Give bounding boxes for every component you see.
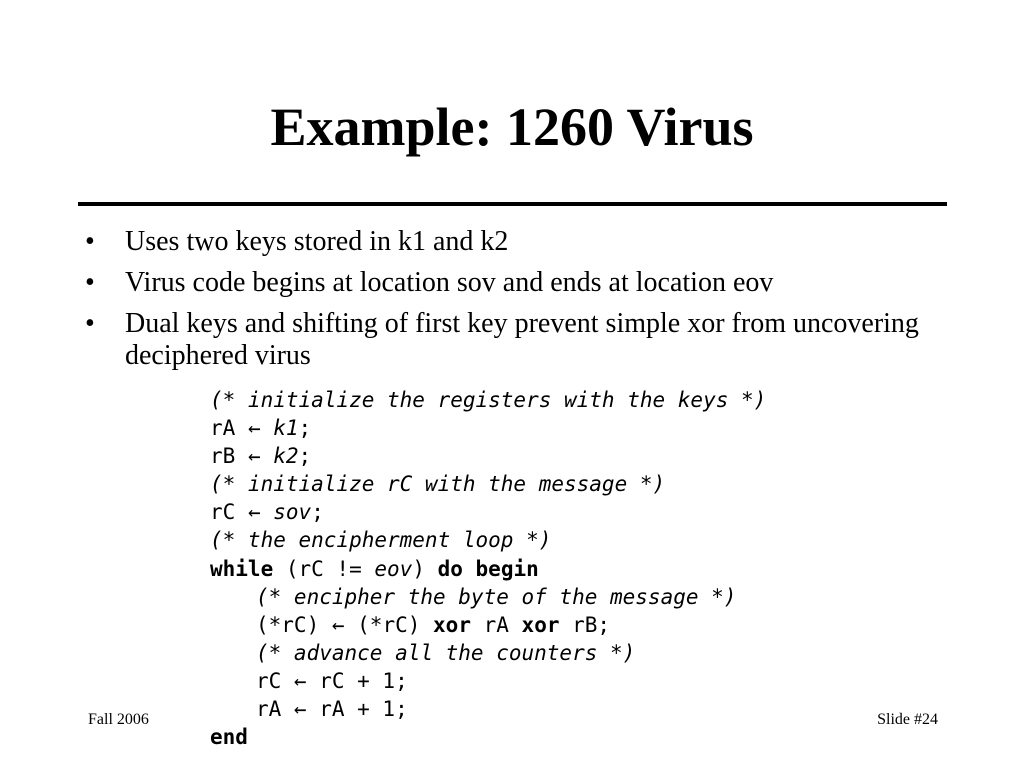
assign-arrow: ← <box>247 444 261 469</box>
code-var-sov: sov <box>273 500 312 525</box>
code-keyword-end: end <box>210 725 248 750</box>
bullet-marker: • <box>85 267 95 298</box>
assign-arrow: ← <box>247 416 261 441</box>
code-line-xor: (*rC) ← (*rC) xor rA xor rB; <box>256 612 611 637</box>
code-line-while: while (rC != eov) do begin <box>210 556 539 581</box>
footer-slide-number: Slide #24 <box>877 711 938 728</box>
bullet-marker: • <box>85 226 95 257</box>
code-line-ra-assign: rA ← k1; <box>210 416 312 441</box>
bullet-item: • Uses two keys stored in k1 and k2 <box>85 226 965 258</box>
code-line-rc-increment: rC ← rC + 1; <box>210 667 766 695</box>
code-block: (* initialize the registers with the key… <box>210 386 766 751</box>
code-line-rc-assign: rC ← sov; <box>210 500 324 525</box>
assign-arrow: ← <box>331 612 345 637</box>
code-var-k1: k1 <box>273 416 299 441</box>
slide-title: Example: 1260 Virus <box>270 97 754 157</box>
bullet-text: Uses two keys stored in k1 and k2 <box>125 226 509 257</box>
code-comment-text: (* encipher the byte of the message *) <box>256 584 737 609</box>
code-comment-init-rc: (* initialize rC with the message *) <box>210 472 666 497</box>
code-line-ra-increment: rA ← rA + 1; <box>210 695 766 723</box>
footer-date: Fall 2006 <box>88 711 149 728</box>
code-var-k2: k2 <box>273 444 299 469</box>
code-keyword-do-begin: do begin <box>437 556 539 581</box>
code-statement-text: rA ← rA + 1; <box>256 697 408 722</box>
bullet-list: • Uses two keys stored in k1 and k2 • Vi… <box>85 226 965 381</box>
assign-arrow: ← <box>247 500 261 525</box>
bullet-item: • Dual keys and shifting of first key pr… <box>85 308 965 372</box>
code-comment-init-registers: (* initialize the registers with the key… <box>210 388 767 412</box>
code-keyword-xor: xor <box>433 612 471 637</box>
bullet-marker: • <box>85 308 95 339</box>
code-var-eov: eov <box>374 556 413 581</box>
code-comment-encipher: (* encipher the byte of the message *) <box>210 583 766 611</box>
code-comment-text: (* advance all the counters *) <box>256 640 636 665</box>
code-keyword-while: while <box>210 556 274 581</box>
code-keyword-xor: xor <box>521 612 560 637</box>
code-line-rb-assign: rB ← k2; <box>210 444 312 469</box>
code-comment-advance: (* advance all the counters *) <box>210 639 766 667</box>
code-comment-loop: (* the encipherment loop *) <box>210 528 552 553</box>
bullet-text: Dual keys and shifting of first key prev… <box>125 308 919 371</box>
bullet-item: • Virus code begins at location sov and … <box>85 267 965 299</box>
bullet-text: Virus code begins at location sov and en… <box>125 267 774 298</box>
title-divider <box>78 202 947 206</box>
code-statement-text: rC ← rC + 1; <box>256 668 408 693</box>
